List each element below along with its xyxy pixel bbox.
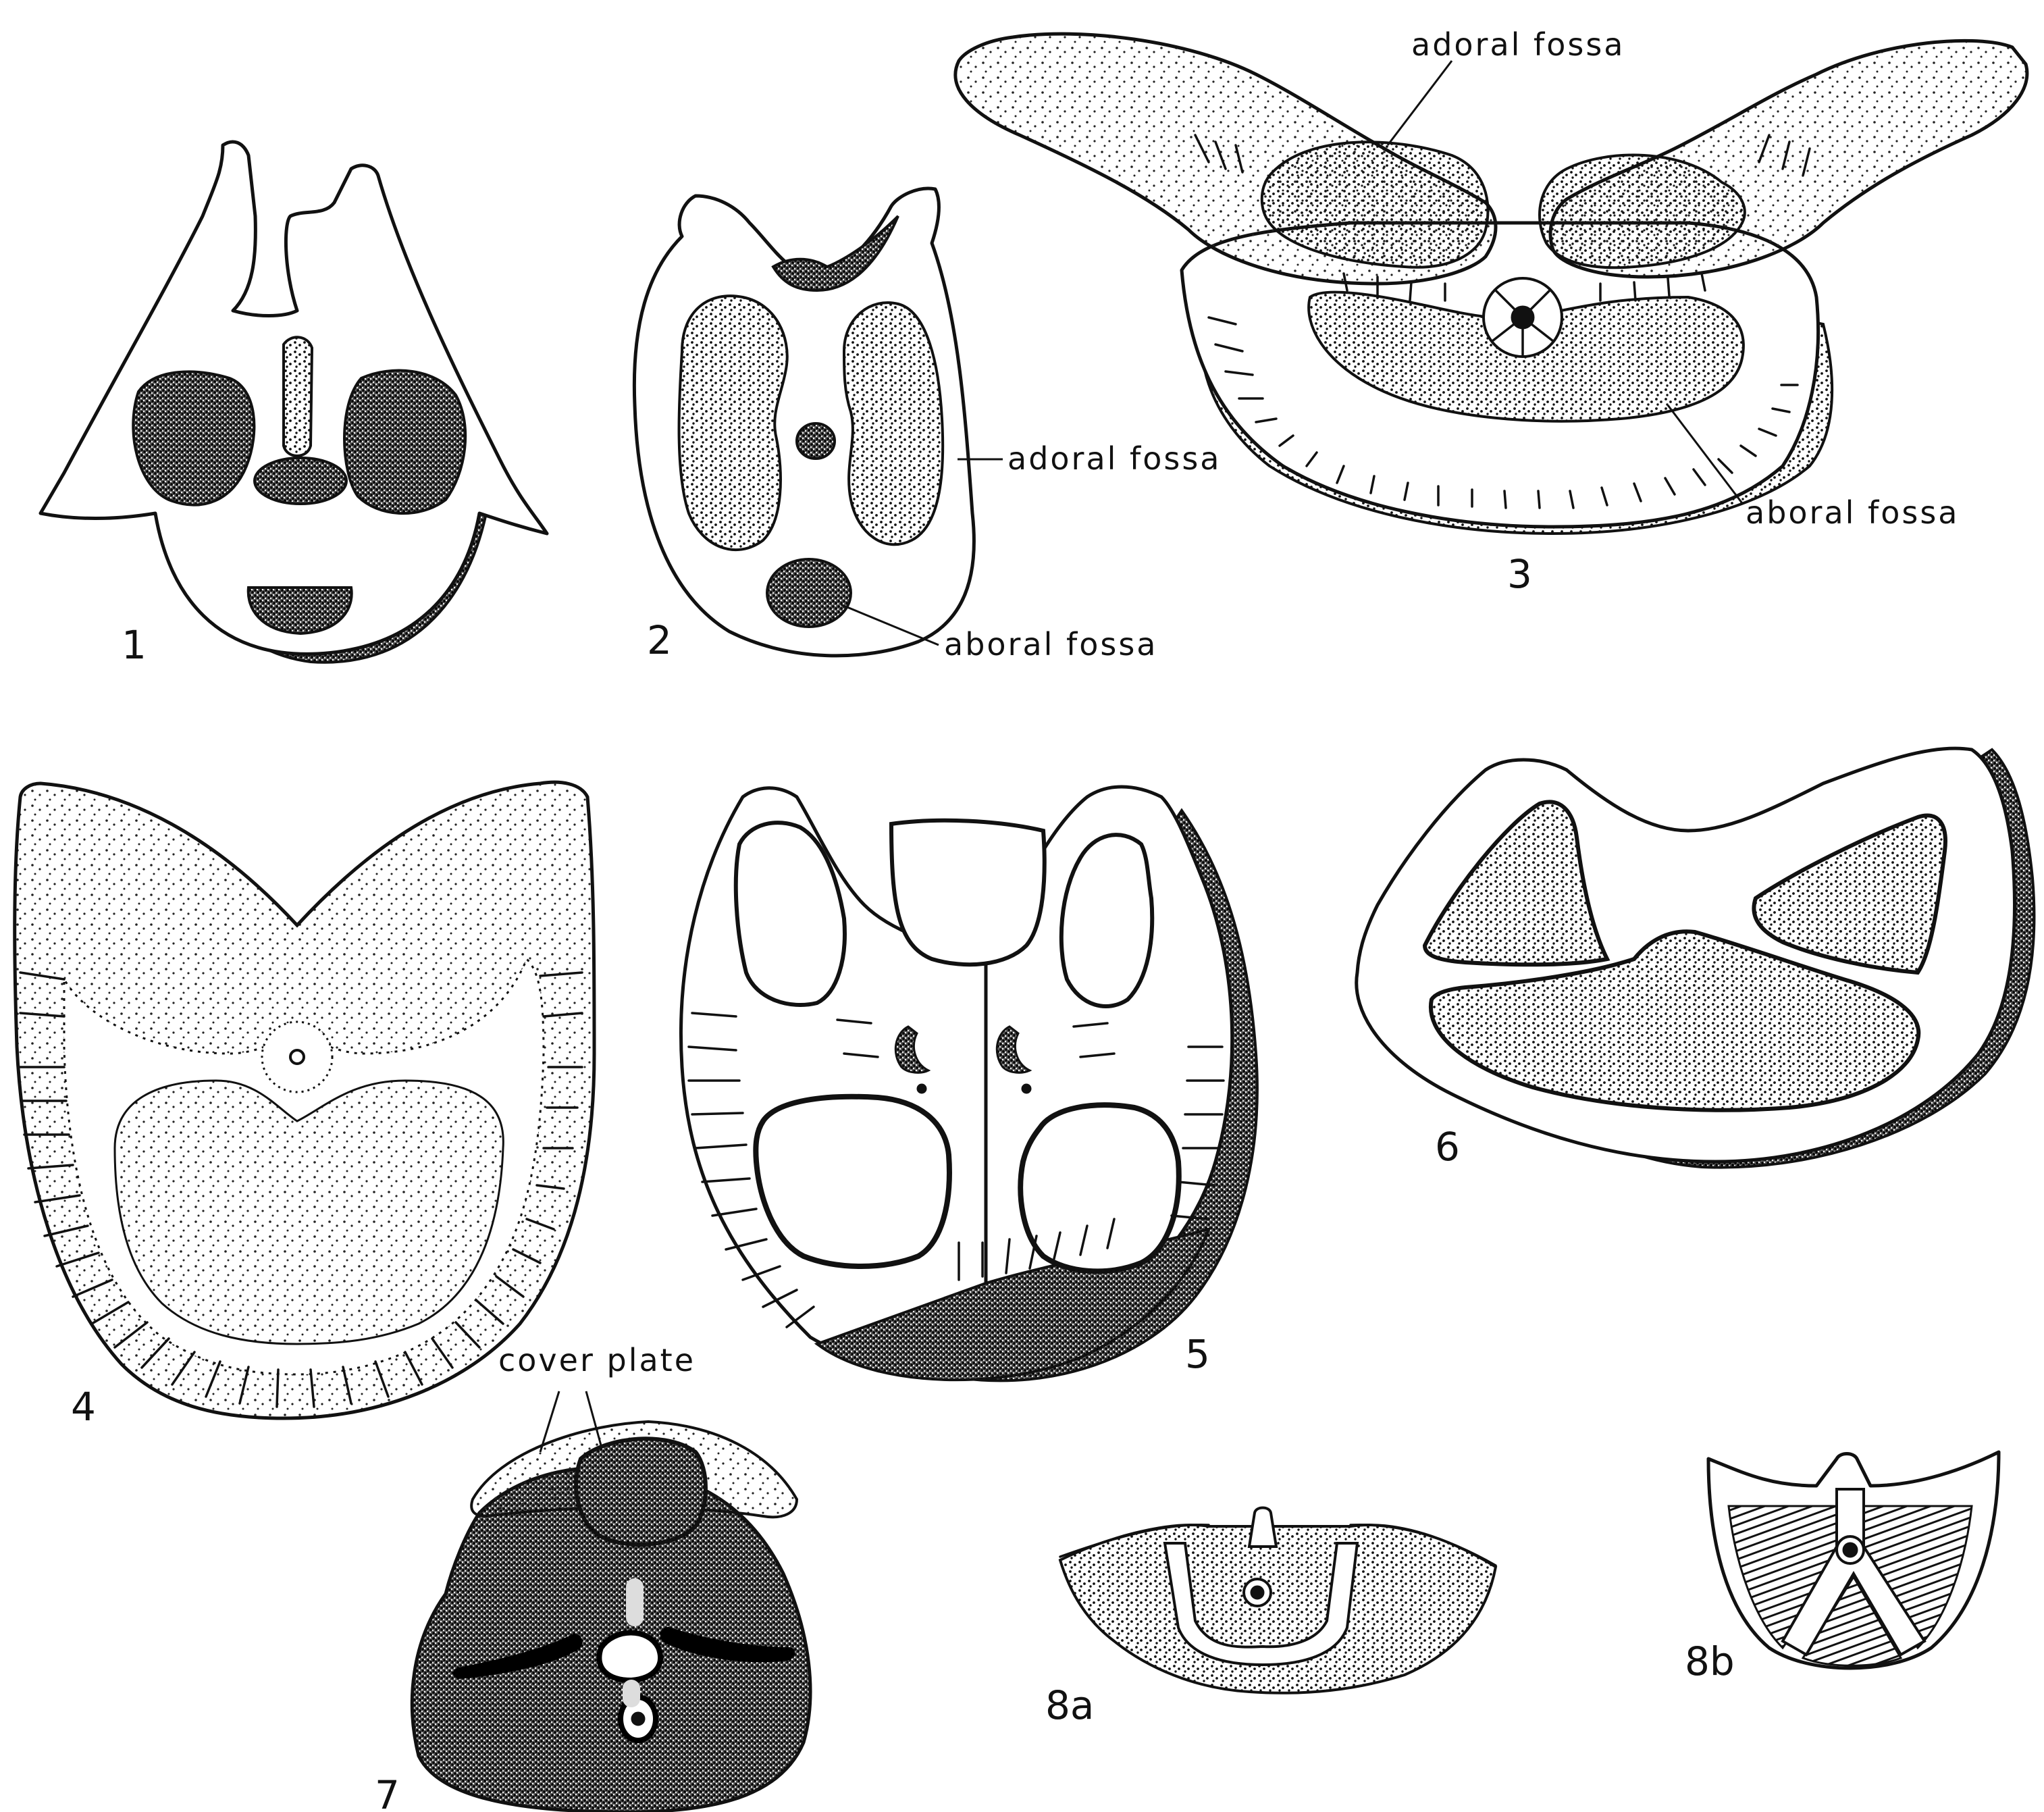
figure-4: 4	[15, 782, 594, 1430]
fig7-cover-plate	[576, 1439, 706, 1545]
figure-3: adoral fossa aboral fossa 3	[955, 26, 2027, 597]
figure-2: adoral fossa aboral fossa 2	[634, 188, 1221, 663]
fig4-lumen	[290, 1050, 304, 1064]
fig3-aboral-label: aboral fossa	[1746, 494, 1960, 531]
fig8b-number: 8b	[1685, 1638, 1735, 1684]
figure-1: 1	[41, 142, 547, 668]
fig1-central-lumen	[255, 458, 346, 504]
figure-8a: 8a	[1045, 1508, 1496, 1729]
fig5-top-left-fossa	[736, 823, 845, 1005]
fig8a-number: 8a	[1045, 1682, 1094, 1728]
fig8a-notch	[1249, 1508, 1276, 1547]
fig1-right-fossa	[344, 371, 465, 514]
fig8a-lumen	[1251, 1586, 1263, 1599]
fig3-adoral-label: adoral fossa	[1411, 26, 1625, 63]
fig3-lumen	[1512, 307, 1534, 328]
fig3-adoral-leader	[1388, 61, 1452, 145]
fig7-number: 7	[375, 1772, 400, 1812]
fig5-lower-left-fossa	[756, 1097, 949, 1266]
fig5-left-pore	[918, 1085, 926, 1093]
fig5-right-pore	[1022, 1085, 1030, 1093]
fig3-number: 3	[1507, 551, 1532, 597]
fig2-adoral-label: adoral fossa	[1007, 440, 1222, 477]
fig8b-lumen	[1843, 1543, 1857, 1557]
fig2-aboral-fossa	[767, 559, 851, 627]
fig4-aboral-fossa	[115, 1081, 503, 1344]
fig1-left-fossa	[133, 371, 254, 504]
fig7-central-lumen	[599, 1633, 660, 1681]
fig2-central-lumen	[797, 423, 835, 459]
fig5-top-center-fossa	[891, 821, 1045, 964]
figure-7: cover plate 7	[375, 1342, 810, 1812]
fig1-ridge	[284, 337, 312, 456]
fig5-number: 5	[1185, 1331, 1210, 1377]
fig5-lower-right-fossa	[1020, 1105, 1179, 1271]
fig7-lower-pore-dot	[632, 1713, 644, 1725]
fig8a-section	[1060, 1525, 1496, 1693]
fig2-right-fossa	[844, 303, 943, 544]
fig2-aboral-label: aboral fossa	[944, 626, 1158, 663]
figure-6: 6	[1357, 748, 2035, 1170]
fig7-cover-plate-label: cover plate	[498, 1342, 696, 1378]
fig6-number: 6	[1435, 1124, 1460, 1170]
figure-5: 5	[681, 787, 1257, 1380]
fig4-number: 4	[71, 1384, 96, 1430]
figure-8b: 8b	[1685, 1452, 1999, 1684]
fig2-number: 2	[647, 617, 672, 663]
fig2-left-fossa	[679, 296, 787, 550]
fig1-number: 1	[122, 622, 147, 668]
